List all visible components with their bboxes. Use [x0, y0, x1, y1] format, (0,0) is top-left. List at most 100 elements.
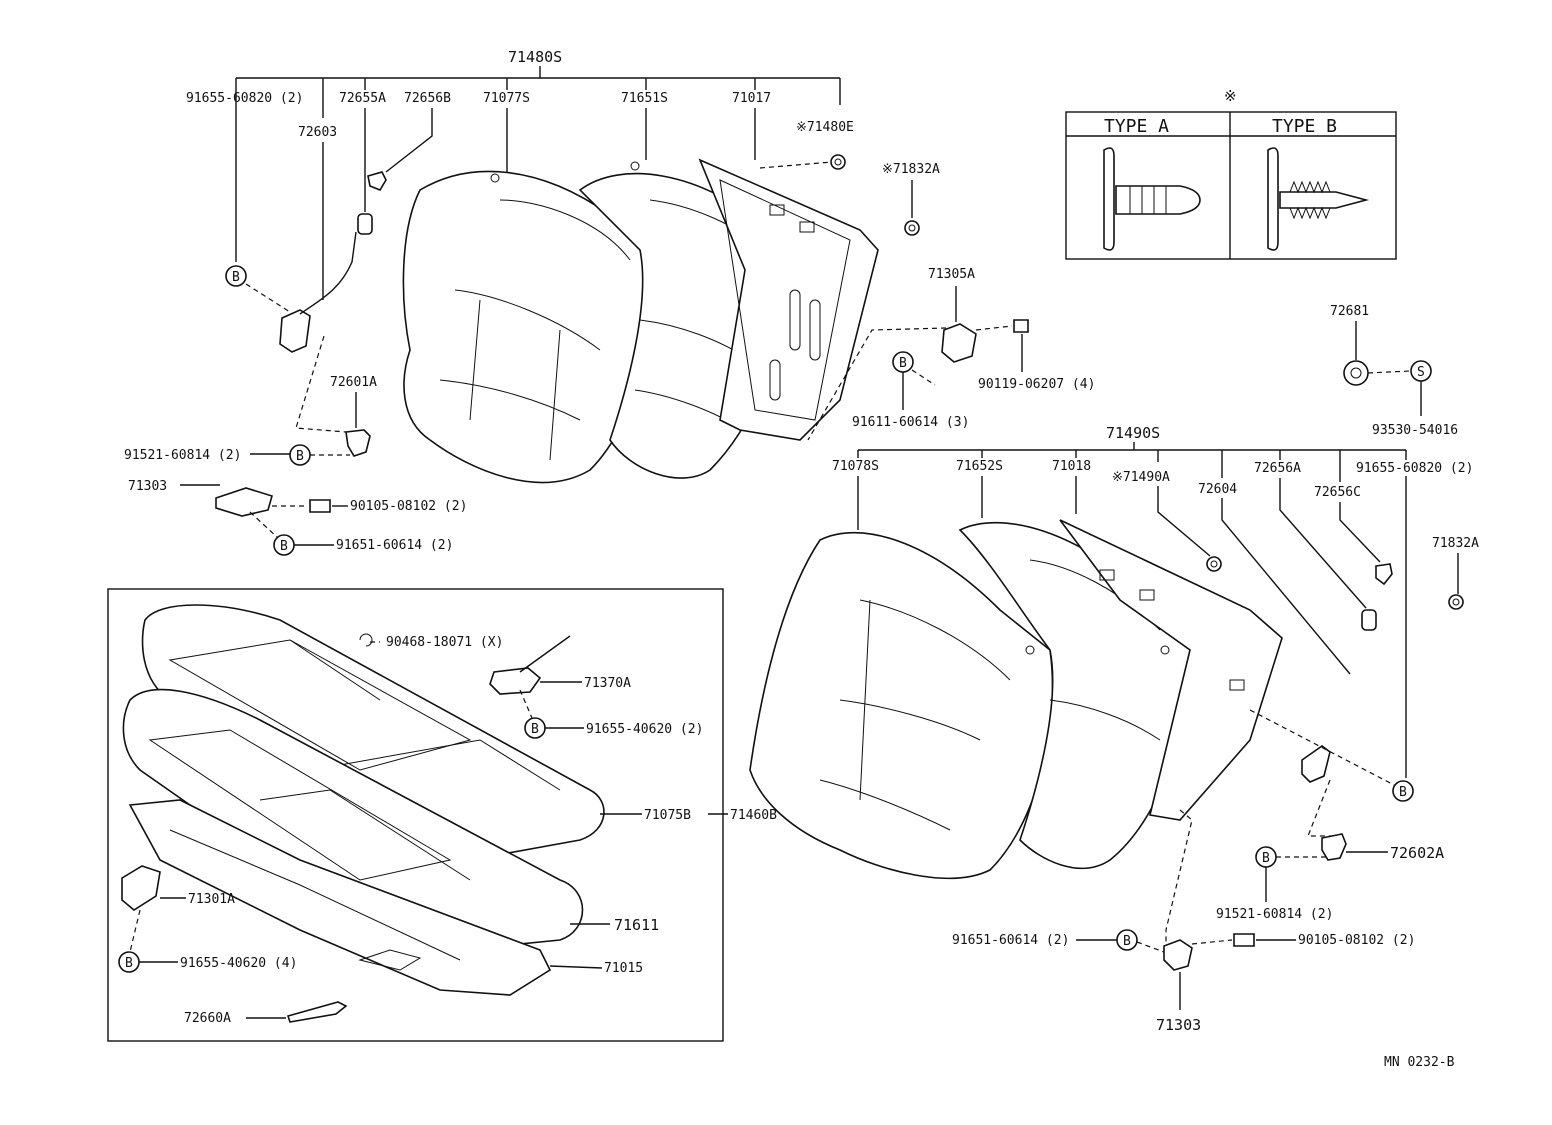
cushion-box: 90468-18071 (X) 71370A B 91655-40620 (2)… — [107, 588, 777, 1042]
clip-72656b-shape — [367, 171, 387, 191]
bracket-71301a-shape — [121, 865, 161, 911]
bracket-72601a-shape — [345, 429, 371, 457]
label-91655-60820-right: 91655-60820 (2) — [1356, 461, 1473, 476]
label-71017: 71017 — [732, 91, 771, 106]
circle-b-91655-40620-4-letter: B — [125, 956, 133, 971]
clip-72655a-shape — [357, 213, 373, 235]
label-91611-60614: 91611-60614 (3) — [852, 415, 969, 430]
bolt-90119-shape — [1013, 319, 1029, 333]
circle-b-91651-left-letter: B — [280, 539, 288, 554]
label-71303-right: 71303 — [1156, 1016, 1201, 1034]
circle-s-93530-letter: S — [1417, 365, 1425, 380]
circle-b-91521-right-letter: B — [1262, 851, 1270, 866]
label-91655-60820-left: 91655-60820 (2) — [186, 91, 303, 106]
bolt-90105-right-shape — [1233, 933, 1255, 947]
label-72656b: 72656B — [404, 91, 451, 106]
clip-72656a-shape — [1361, 609, 1377, 631]
label-71611: 71611 — [614, 916, 659, 934]
label-90119-06207: 90119-06207 (4) — [978, 377, 1095, 392]
label-71077s: 71077S — [483, 91, 530, 106]
label-72656c: 72656C — [1314, 485, 1361, 500]
label-71651s: 71651S — [621, 91, 668, 106]
label-71490a: ※71490A — [1112, 470, 1170, 485]
clip-72656c-shape — [1375, 563, 1393, 586]
label-71652s: 71652S — [956, 459, 1003, 474]
strap-72660a-shape — [286, 1001, 348, 1023]
label-72681: 72681 — [1330, 304, 1369, 319]
group-71305a: 71305A 90119-06207 (4) B 91611-60614 (3) — [807, 267, 1095, 441]
label-71015: 71015 — [604, 961, 643, 976]
seatback-71077s — [402, 170, 654, 484]
bolt-90105-left-shape — [309, 499, 331, 513]
label-72604: 72604 — [1198, 482, 1237, 497]
label-72656a: 72656A — [1254, 461, 1301, 476]
clip-71832a-right-shape — [1448, 594, 1464, 610]
label-71832a-top: ※71832A — [882, 162, 940, 177]
clip-type-a-shape — [1103, 147, 1115, 251]
type-table: ※ TYPE A TYPE B — [1065, 87, 1397, 260]
clip-90468-shape — [359, 633, 373, 647]
label-71305a: 71305A — [928, 267, 975, 282]
label-71075b: 71075B — [644, 808, 691, 823]
group-71490s: 71490S 71078S 71652S 71018 ※71490A 72604… — [832, 424, 1479, 778]
label-91521-60814-left: 91521-60814 (2) — [124, 448, 241, 463]
label-90105-08102-left: 90105-08102 (2) — [350, 499, 467, 514]
circle-b-left-top — [225, 265, 247, 287]
label-91655-40620-2: 91655-40620 (2) — [586, 722, 703, 737]
circle-b-91521-left-letter: B — [296, 449, 304, 464]
label-71018: 71018 — [1052, 459, 1091, 474]
hook-71370a-shape — [489, 667, 542, 695]
label-71490s: 71490S — [1106, 424, 1160, 442]
label-71480s: 71480S — [508, 48, 562, 66]
label-72660a: 72660A — [184, 1011, 231, 1026]
circle-b-91651-right-letter: B — [1123, 934, 1131, 949]
label-71832a-right: 71832A — [1432, 536, 1479, 551]
circle-b-91611-letter: B — [899, 356, 907, 371]
circle-b-right-top-letter: B — [1399, 785, 1407, 800]
frame-71017 — [698, 158, 879, 441]
label-91651-60614-right: 91651-60614 (2) — [952, 933, 1069, 948]
label-93530-54016: 93530-54016 — [1372, 423, 1458, 438]
belt-anchor-72604-shape — [1301, 745, 1331, 783]
table-asterisk: ※ — [1224, 87, 1237, 105]
group-right-lower: B 72602A B 91521-60814 (2) 90105-08102 (… — [952, 709, 1444, 1034]
group-72681: 72681 S 93530-54016 — [1330, 304, 1458, 438]
group-left-lower: 72601A 91521-60814 (2) B 71303 90105-081… — [124, 375, 467, 556]
table-type-a: TYPE A — [1104, 116, 1169, 137]
label-72602a: 72602A — [1390, 844, 1444, 862]
belt-anchor-72603-shape — [279, 309, 311, 353]
label-71078s: 71078S — [832, 459, 879, 474]
group-71480s: 71480S 91655-60820 (2) 72655A 72656B 710… — [186, 48, 940, 433]
circle-b-91655-40620-2-letter: B — [531, 722, 539, 737]
label-72655a: 72655A — [339, 91, 386, 106]
label-71303-left: 71303 — [128, 479, 167, 494]
label-71370a: 71370A — [584, 676, 631, 691]
clip-type-b-shape — [1267, 147, 1279, 251]
clip-71490a-shape — [1206, 556, 1222, 572]
drawing-code: MN 0232-B — [1384, 1055, 1455, 1070]
table-type-b: TYPE B — [1272, 116, 1337, 137]
cushion-cover-71075b-shape — [141, 604, 605, 861]
frame-71018 — [1059, 519, 1283, 821]
clip-71832a-top-shape — [904, 220, 920, 236]
bracket-71303-left-shape — [215, 487, 273, 517]
clip-71480e-shape — [830, 154, 846, 170]
label-72601a: 72601A — [330, 375, 377, 390]
bracket-71303-right-shape — [1163, 939, 1193, 971]
label-91655-40620-4: 91655-40620 (4) — [180, 956, 297, 971]
label-71301a: 71301A — [188, 892, 235, 907]
circle-b-right-top — [1392, 780, 1414, 802]
label-91521-60814-right: 91521-60814 (2) — [1216, 907, 1333, 922]
label-72603: 72603 — [298, 125, 337, 140]
seatback-71078s — [749, 531, 1054, 880]
circle-b-left-top-letter: B — [232, 270, 240, 285]
label-71480e: ※71480E — [796, 120, 854, 135]
cushion-frame-71015-shape — [128, 799, 552, 996]
label-90468-18071: 90468-18071 (X) — [386, 635, 503, 650]
label-71460b: 71460B — [730, 808, 777, 823]
grommet-72681-shape — [1343, 360, 1369, 386]
hinge-71305a-shape — [941, 323, 977, 363]
bracket-72602a-shape — [1321, 833, 1347, 861]
